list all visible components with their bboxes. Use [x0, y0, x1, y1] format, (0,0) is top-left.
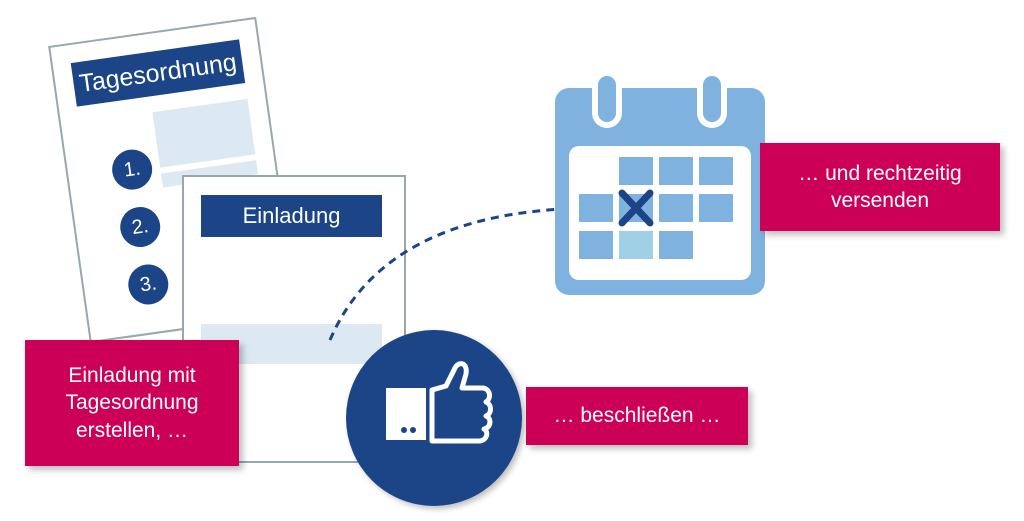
label-decide: … beschließen … [526, 387, 748, 445]
label-create-invitation: Einladung mit Tagesordnung erstellen, … [25, 340, 239, 466]
label-send-on-time: … und rechtzeitig versenden [760, 143, 1000, 231]
invitation-title: Einladung [201, 195, 382, 237]
calendar-icon [555, 70, 765, 295]
cross-mark-icon [618, 189, 654, 227]
thumbs-up-icon [386, 361, 493, 444]
